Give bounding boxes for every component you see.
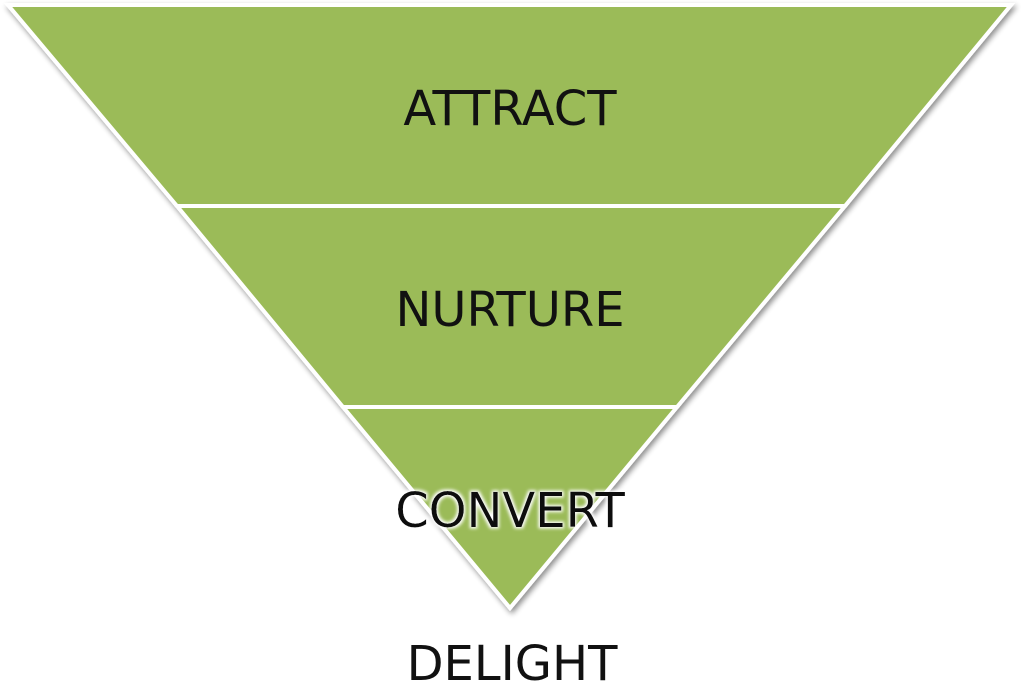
funnel-stage-label-convert: CONVERT (395, 483, 625, 539)
funnel-footer-label-delight: DELIGHT (407, 636, 618, 683)
funnel-stage-label-attract: ATTRACT (403, 81, 617, 137)
funnel-stage-convert (338, 405, 682, 612)
funnel-stage-label-nurture: NURTURE (395, 282, 624, 338)
